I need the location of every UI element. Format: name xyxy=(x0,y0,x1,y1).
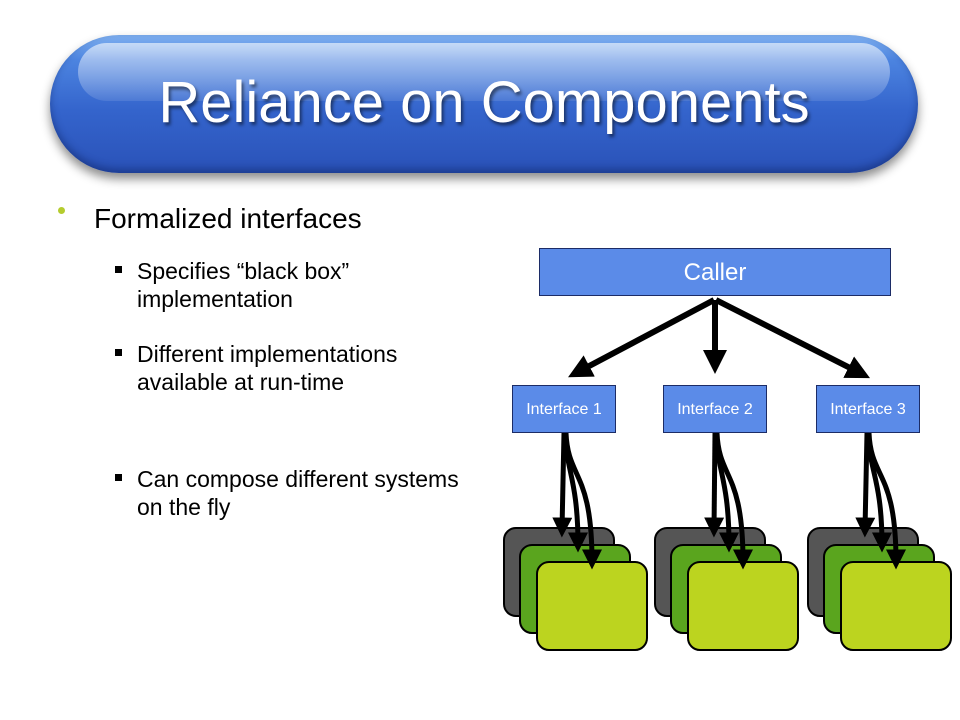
interface-2-box: Interface 2 xyxy=(663,385,767,433)
interface-1-box: Interface 1 xyxy=(512,385,616,433)
slide-title: Reliance on Components xyxy=(158,70,810,135)
component-stack-3 xyxy=(807,527,952,651)
sub-bullet-text: Can compose different systems on the fly xyxy=(137,466,459,520)
caller-box: Caller xyxy=(539,248,891,296)
title-bar: Reliance on Components xyxy=(50,35,918,173)
bullet-dot-icon xyxy=(58,207,65,214)
component-stack-1 xyxy=(503,527,648,651)
square-bullet-icon xyxy=(115,474,122,481)
interface-arrows xyxy=(552,432,906,570)
main-bullet: Formalized interfaces xyxy=(94,203,362,234)
component-stack-2 xyxy=(654,527,799,651)
square-bullet-icon xyxy=(115,266,122,273)
sub-bullet-text: Different implementations available at r… xyxy=(137,341,398,395)
title-gloss xyxy=(78,43,890,101)
interface-3-box: Interface 3 xyxy=(816,385,920,433)
caller-arrows xyxy=(568,297,871,379)
square-bullet-icon xyxy=(115,349,122,356)
sub-bullet-text: Specifies “black box” implementation xyxy=(137,258,350,312)
